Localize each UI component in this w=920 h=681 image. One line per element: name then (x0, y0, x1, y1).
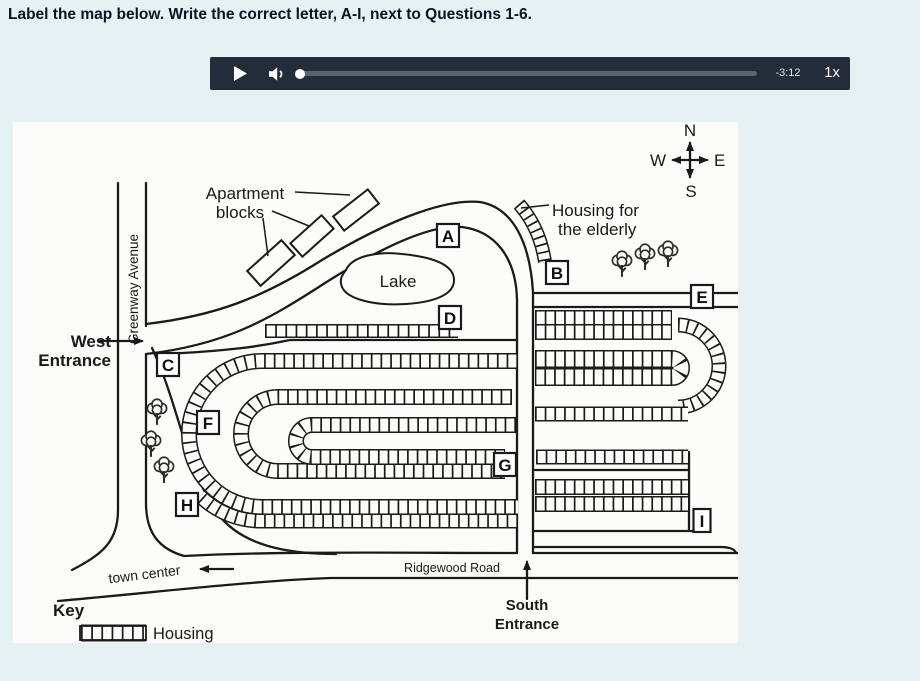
map-marker-b: B (544, 259, 570, 286)
map-key: Key Housing (53, 601, 214, 643)
greenway-avenue-label: Greenway Avenue (126, 234, 141, 344)
compass-north-label: N (684, 122, 696, 140)
apartment-block (288, 213, 336, 259)
volume-button[interactable] (269, 67, 287, 81)
map-marker-g: G (492, 451, 518, 478)
housing-row (194, 490, 518, 529)
apartment-block (245, 238, 297, 288)
tree-icon (146, 398, 168, 426)
svg-text:A: A (442, 227, 454, 246)
apartment-blocks (245, 187, 381, 288)
map-marker-e: E (689, 283, 715, 310)
svg-text:B: B (551, 264, 563, 283)
map-svg: Lake Apartment blocks Housing for the el… (38, 121, 740, 643)
map-figure: Lake Apartment blocks Housing for the el… (13, 121, 740, 643)
svg-text:F: F (203, 414, 213, 433)
speaker-icon (269, 67, 283, 81)
tree-icon (634, 243, 656, 271)
housing-row (513, 199, 552, 264)
road-loop-outer (144, 200, 535, 555)
svg-text:C: C (162, 356, 174, 375)
road-rowtop (160, 338, 519, 356)
elderly-label-line2: the elderly (558, 220, 637, 239)
play-button[interactable] (234, 66, 247, 81)
map-marker-i: I (692, 507, 712, 534)
west-entrance-label-line2: Entrance (38, 351, 111, 370)
letter-markers: A B C D E F G H I (155, 222, 715, 534)
map-marker-a: A (435, 222, 461, 249)
housing-row (288, 417, 516, 465)
south-entrance-label-line2: Entrance (495, 616, 559, 633)
compass-south-label: S (685, 182, 696, 201)
label-pointer-line (294, 191, 351, 196)
tree-icon (140, 430, 162, 458)
road-ridgewood-top-left (182, 551, 519, 558)
housing-rows (81, 199, 727, 642)
map-marker-c: C (155, 351, 181, 378)
progress-bar[interactable] (295, 57, 762, 90)
tree-icon (657, 240, 679, 268)
key-title: Key (53, 601, 85, 620)
ridgewood-road-label: Ridgewood Road (404, 561, 500, 575)
label-pointer-line (262, 217, 269, 257)
speed-button[interactable]: 1x (824, 64, 840, 81)
svg-text:I: I (700, 512, 705, 531)
progress-track (300, 71, 757, 76)
map-marker-d: D (437, 304, 463, 331)
housing-row (535, 350, 690, 386)
label-pointer-line (271, 210, 310, 227)
tree-icon (153, 456, 175, 484)
housing-row (677, 317, 727, 415)
svg-text:D: D (444, 309, 456, 328)
apartment-blocks-label-line2: blocks (216, 203, 264, 222)
progress-knob[interactable] (295, 68, 305, 79)
key-housing-label: Housing (153, 625, 214, 643)
key-housing-swatch (79, 625, 147, 641)
compass: N S W E (650, 121, 725, 201)
time-remaining: -3:12 (775, 67, 801, 79)
south-entrance-label-line1: South (506, 597, 549, 614)
svg-text:G: G (498, 456, 511, 475)
road-right-lower2 (531, 545, 738, 555)
apartment-block (331, 187, 381, 233)
lake-shape (339, 252, 456, 306)
housing-row (233, 389, 512, 479)
tree-icon (611, 250, 633, 278)
roads (56, 181, 740, 603)
road-loop-inner (144, 225, 519, 555)
lake-label: Lake (380, 272, 417, 291)
map-marker-f: F (195, 409, 221, 436)
elderly-label-line1: Housing for (552, 201, 639, 220)
compass-west-label: W (650, 151, 666, 170)
apartment-blocks-label-line1: Apartment (206, 184, 285, 203)
road-ridgewood-bottom (56, 576, 740, 603)
road-greenway-left (70, 181, 120, 572)
map-marker-h: H (174, 491, 200, 518)
housing-row (181, 353, 518, 515)
label-pointer-line (520, 204, 550, 209)
instruction-text: Label the map below. Write the correct l… (8, 6, 532, 23)
audio-player: -3:12 1x (210, 57, 850, 90)
town-center-label: town center (107, 562, 181, 587)
road-greenway-right-lower (144, 352, 186, 558)
west-entrance-label-line1: West (71, 332, 112, 351)
play-icon (234, 66, 247, 81)
svg-text:H: H (181, 496, 193, 515)
svg-text:E: E (696, 288, 707, 307)
compass-east-label: E (714, 151, 725, 170)
